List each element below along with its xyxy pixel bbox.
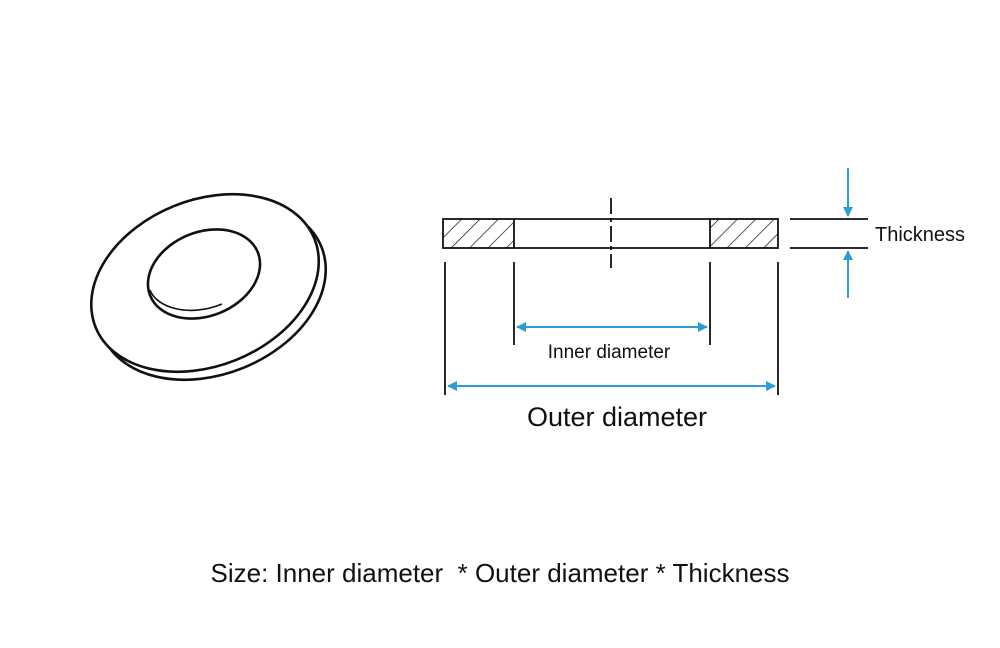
washer-inner-hole — [146, 228, 262, 320]
extension-lines — [444, 218, 868, 395]
section-hatch-right — [709, 218, 779, 249]
section-hatch-left — [442, 218, 515, 249]
washer-outer-edge — [89, 192, 321, 374]
washer-isometric-view — [89, 192, 328, 382]
inner-diameter-label: Inner diameter — [548, 342, 671, 363]
outer-diameter-label: Outer diameter — [527, 402, 707, 432]
thickness-label: Thickness — [875, 224, 965, 246]
size-caption: Size: Inner diameter * Outer diameter * … — [210, 558, 790, 588]
washer-hole-wall — [149, 289, 223, 312]
dimension-arrows — [447, 168, 853, 391]
washer-cross-section — [442, 198, 779, 268]
